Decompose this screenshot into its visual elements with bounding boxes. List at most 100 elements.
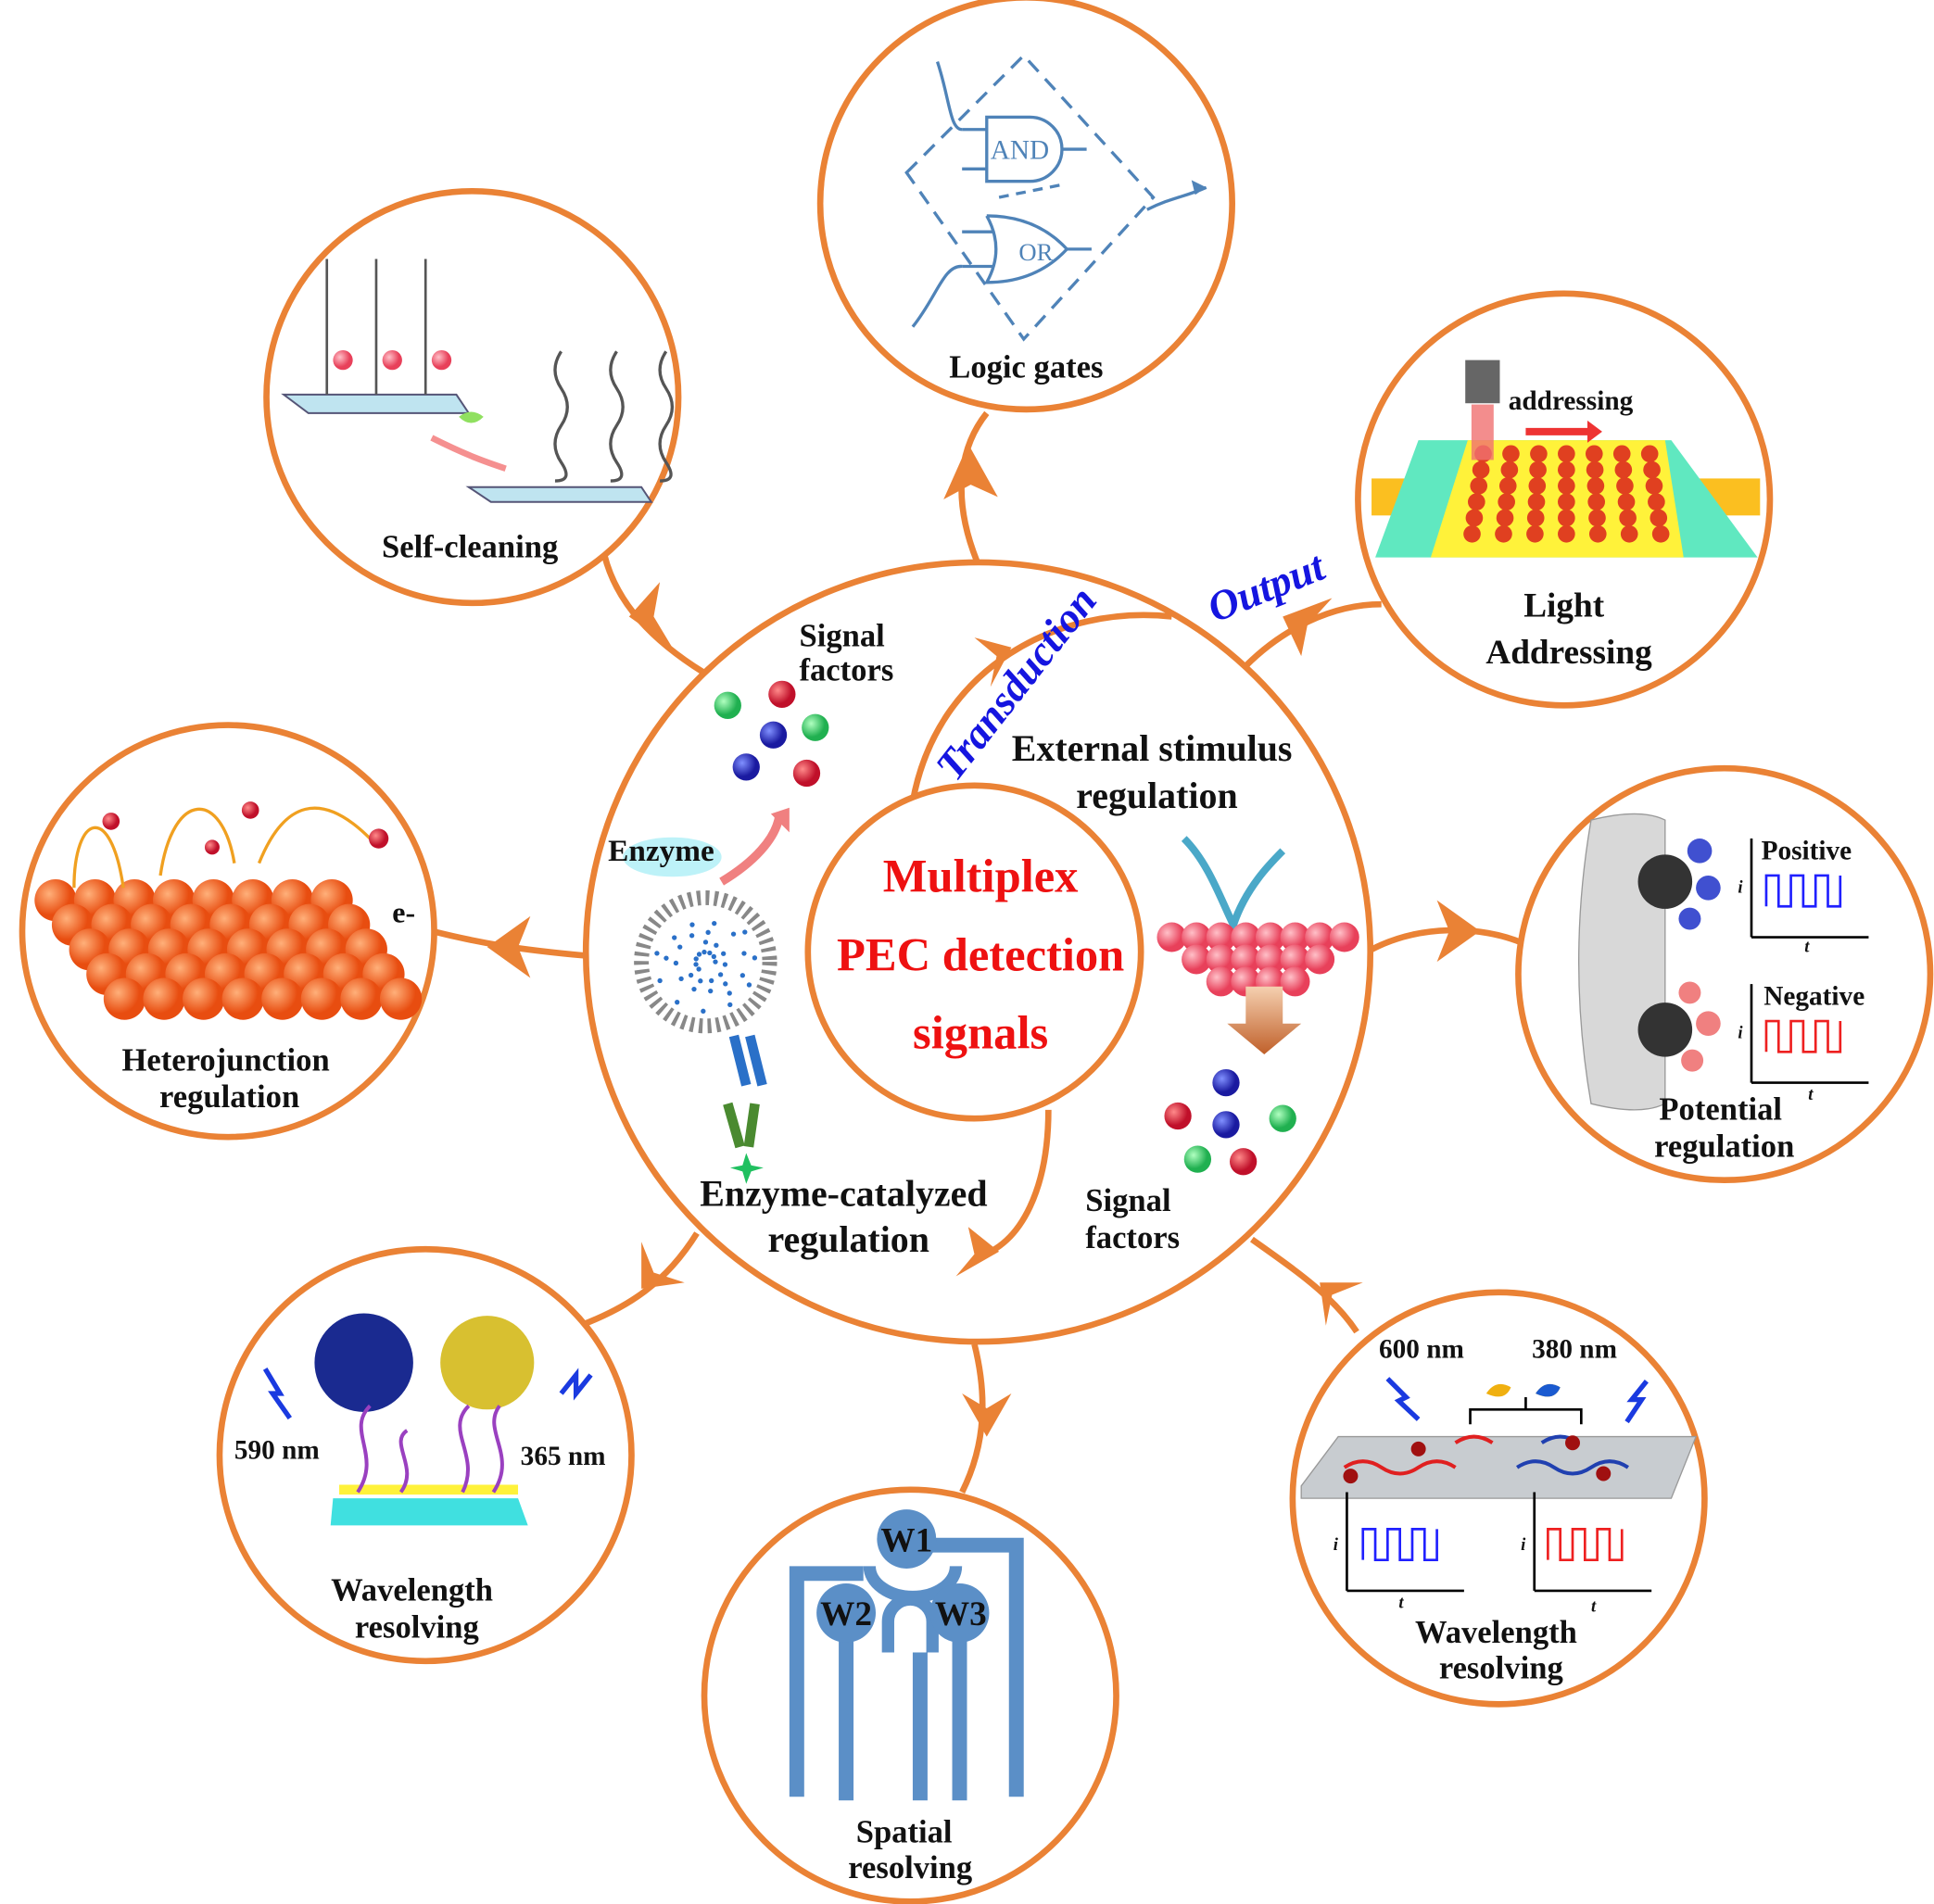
self-cleaning-label: Self-cleaning: [382, 530, 558, 565]
axis-t: t: [1591, 1597, 1597, 1617]
external-regulation-2: regulation: [1076, 775, 1237, 816]
external-regulation-1: External stimulus: [1012, 727, 1293, 769]
antigen-icon: [723, 1102, 760, 1149]
pink-sphere: [1255, 922, 1285, 952]
addressing-arrow-icon: [1525, 420, 1602, 443]
potential-label-2: regulation: [1654, 1129, 1794, 1164]
negative-signal-trace: [1764, 1019, 1842, 1053]
liposome-dot: [689, 933, 695, 939]
probe-label: [382, 349, 402, 371]
signal-factors-top-2: factors: [799, 653, 893, 688]
liposome-dot: [701, 1008, 706, 1014]
orange-sphere: [183, 977, 225, 1020]
liposome-dot: [739, 973, 746, 978]
pink-sphere: [1206, 944, 1236, 975]
electrode-well: [1527, 493, 1546, 511]
signal-factors-top-1: Signal: [799, 618, 885, 653]
signal-factor-ball: [1269, 1104, 1296, 1132]
signal-factor-ball: [1183, 1145, 1212, 1173]
spatial-label-2: resolving: [848, 1850, 972, 1885]
electrode-well: [1496, 509, 1514, 527]
pink-sphere-cluster: [1157, 922, 1359, 997]
electrode-well: [1558, 445, 1575, 463]
liposome-dot: [688, 972, 694, 978]
electrode-w1: W1: [880, 1521, 932, 1559]
enzyme-arrow: [719, 813, 784, 886]
electrode-well: [1558, 477, 1575, 495]
wavelength-380: 380 nm: [1532, 1334, 1617, 1364]
orange-sphere: [143, 977, 185, 1020]
liposome-dot: [708, 988, 714, 994]
wavelength-590: 590 nm: [234, 1436, 320, 1466]
electrode-well: [1614, 460, 1633, 479]
down-arrow-icon: [1227, 986, 1302, 1054]
connectors: [431, 410, 1525, 1494]
enzyme-label: Enzyme: [608, 834, 714, 868]
electrode-well: [1526, 509, 1545, 527]
pink-sphere: [1280, 944, 1310, 975]
liposome-dot: [678, 976, 684, 982]
signal-factors-bottom-2: factors: [1085, 1220, 1180, 1255]
liposome-dot: [654, 951, 660, 956]
module-potential-regulation: Positive Negative i i t t Potential regu…: [1515, 764, 1934, 1184]
module-wavelength-right: 600 nm 380 nm i i t t Wavelength resolvi…: [1289, 1289, 1708, 1708]
pink-sphere: [1182, 922, 1212, 952]
electrode-well: [1616, 477, 1634, 495]
orange-sphere: [300, 977, 344, 1020]
enzyme-cloud: [623, 837, 722, 877]
axis-t: t: [1804, 938, 1810, 957]
liposome-dot: [712, 920, 717, 927]
blue-nanoparticle: [314, 1313, 413, 1412]
center-title-3: signals: [913, 1006, 1048, 1058]
electrode-well: [1468, 493, 1485, 511]
liposome-dot: [696, 952, 702, 957]
liposome-dot: [664, 955, 669, 961]
electrode-w3: W3: [935, 1595, 987, 1633]
wavelength-left-label-2: resolving: [355, 1610, 479, 1646]
liposome-dot: [727, 1002, 733, 1008]
liposome-dot: [689, 922, 695, 927]
electrode-well: [1495, 524, 1512, 543]
liposome-dot: [657, 977, 663, 984]
axis-t: t: [1808, 1085, 1814, 1104]
electron-label: e-: [392, 897, 415, 929]
antibody-icon: [728, 1034, 767, 1087]
electrode-well: [1640, 445, 1659, 463]
center-circle: [804, 782, 1144, 1122]
pink-sphere: [1255, 944, 1285, 975]
liposome-dot: [705, 929, 711, 935]
liposome-dot: [741, 951, 747, 956]
axis-i: i: [1334, 1535, 1339, 1555]
liposome-dot: [730, 931, 737, 937]
signal-factor-ball: [802, 713, 829, 741]
center-title-2: PEC detection: [837, 928, 1124, 980]
liposome-dot: [714, 942, 719, 948]
liposome-dot: [673, 960, 679, 966]
liposome-dot: [691, 986, 697, 992]
signal-factor-ball: [1212, 1111, 1240, 1139]
liposome-dot: [727, 990, 732, 996]
negative-label: Negative: [1763, 982, 1864, 1012]
light-addressing-label-2: Addressing: [1485, 634, 1652, 672]
signal-factor-ball: [768, 680, 796, 708]
axis-i: i: [1521, 1535, 1526, 1555]
positive-signal-trace: [1764, 874, 1842, 908]
electrode-well: [1619, 509, 1637, 527]
electrode-well: [1470, 477, 1488, 495]
module-heterojunction: e- Heterojunction regulation: [19, 722, 437, 1141]
electrode-well: [1588, 509, 1606, 527]
electrode-well: [1651, 524, 1670, 543]
liposome-dot: [707, 950, 713, 956]
electrode-well: [1648, 493, 1665, 511]
liposome-dot: [752, 955, 758, 961]
electrode-well: [1617, 493, 1636, 511]
wavelength-right-label-2: resolving: [1439, 1650, 1563, 1685]
water-splash-icon: [1181, 836, 1286, 935]
heterojunction-label-1: Heterojunction: [122, 1042, 330, 1078]
liposome-dot: [698, 978, 703, 984]
orange-sphere: [379, 977, 423, 1020]
wavelength-365: 365 nm: [521, 1442, 606, 1471]
orange-sphere: [103, 977, 146, 1020]
axis-i: i: [1738, 1024, 1743, 1043]
